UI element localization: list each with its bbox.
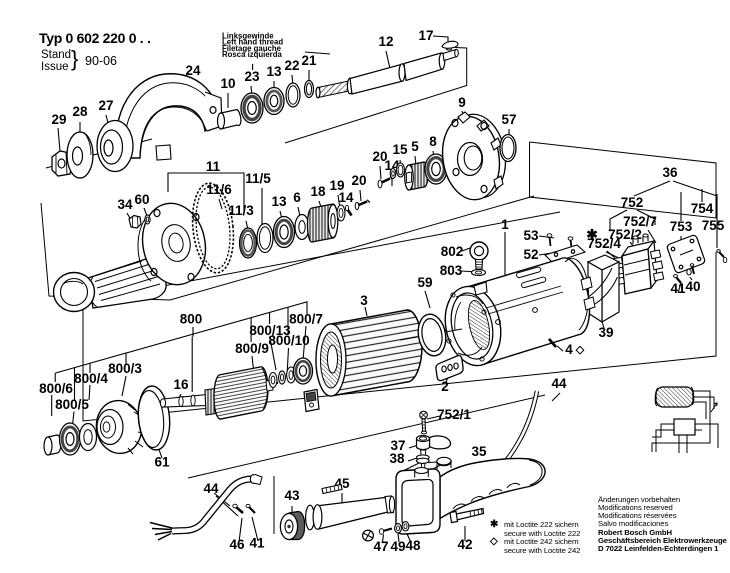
svg-text:11: 11: [206, 159, 221, 174]
svg-text:90-06: 90-06: [85, 54, 117, 68]
svg-text:39: 39: [598, 325, 613, 340]
svg-text:Salvo modificaciones: Salvo modificaciones: [598, 519, 668, 528]
svg-text:800: 800: [180, 312, 203, 327]
svg-text:18: 18: [310, 184, 326, 199]
svg-text:800/6: 800/6: [39, 381, 73, 396]
svg-text:34: 34: [117, 197, 133, 212]
svg-text:13: 13: [266, 64, 282, 79]
svg-text:10: 10: [220, 76, 235, 91]
svg-text:752/7: 752/7: [623, 214, 657, 229]
svg-text:Typ 0 602 220 0 . .: Typ 0 602 220 0 . .: [39, 30, 151, 46]
svg-text:5: 5: [411, 139, 419, 154]
svg-text:9: 9: [458, 95, 466, 110]
svg-text:802: 802: [441, 244, 464, 259]
svg-text:61: 61: [154, 455, 170, 470]
svg-text:Geschäftsbereich Elektrowerkze: Geschäftsbereich Elektrowerkzeuge: [598, 536, 728, 545]
svg-text:Filetage gauche: Filetage gauche: [222, 44, 282, 53]
svg-text:44: 44: [551, 376, 567, 391]
svg-text:800/4: 800/4: [74, 371, 108, 386]
svg-text:43: 43: [284, 488, 300, 503]
svg-text:753: 753: [670, 219, 693, 234]
svg-text:20: 20: [351, 173, 366, 188]
svg-text:Stand: Stand: [41, 49, 71, 61]
svg-text:17: 17: [418, 28, 433, 43]
svg-text:16: 16: [173, 377, 189, 392]
svg-text:800/3: 800/3: [108, 361, 142, 376]
svg-text:◇: ◇: [489, 536, 498, 547]
svg-text:11/5: 11/5: [245, 171, 271, 186]
svg-text:23: 23: [244, 69, 260, 84]
svg-text:57: 57: [501, 112, 516, 127]
svg-text:6: 6: [293, 190, 301, 205]
svg-text:53: 53: [523, 228, 539, 243]
svg-text:40: 40: [685, 279, 700, 294]
svg-text:}: }: [71, 46, 78, 71]
svg-text:secure with Loctite 222: secure with Loctite 222: [504, 529, 580, 538]
svg-text:752/1: 752/1: [437, 407, 471, 422]
svg-text:46: 46: [229, 537, 245, 552]
svg-text:59: 59: [417, 275, 432, 290]
svg-text:800/10: 800/10: [268, 333, 309, 348]
svg-text:4: 4: [565, 342, 573, 357]
svg-text:Left hand thread: Left hand thread: [222, 38, 283, 47]
svg-text:8: 8: [429, 134, 437, 149]
svg-text:35: 35: [471, 444, 487, 459]
svg-text:752: 752: [621, 195, 644, 210]
svg-text:800/5: 800/5: [55, 397, 89, 412]
svg-text:21: 21: [301, 53, 317, 68]
svg-text:Robert Bosch GmbH: Robert Bosch GmbH: [598, 528, 672, 537]
svg-text:800/7: 800/7: [289, 312, 323, 327]
svg-text:754: 754: [691, 201, 714, 216]
svg-text:Modifications reserved: Modifications reserved: [598, 503, 673, 512]
svg-text:755: 755: [702, 218, 725, 233]
svg-text:D 7022 Leinfelden-Echterdingen: D 7022 Leinfelden-Echterdingen 1: [598, 544, 719, 553]
svg-text:mit Loctite 222 sichern: mit Loctite 222 sichern: [504, 520, 579, 529]
svg-text:41: 41: [249, 536, 265, 551]
svg-text:Änderungen vorbehalten: Änderungen vorbehalten: [598, 495, 680, 504]
svg-text:36: 36: [662, 165, 678, 180]
svg-text:✱: ✱: [586, 227, 598, 242]
svg-text:mit Loctite 242 sichern: mit Loctite 242 sichern: [504, 537, 579, 546]
svg-text:44: 44: [203, 481, 219, 496]
svg-text:14: 14: [338, 190, 354, 205]
svg-text:22: 22: [284, 58, 299, 73]
svg-text:11/6: 11/6: [206, 182, 232, 197]
svg-text:3: 3: [360, 293, 368, 308]
svg-text:42: 42: [457, 537, 472, 552]
svg-text:60: 60: [134, 192, 149, 207]
svg-text:38: 38: [389, 451, 405, 466]
svg-text:20: 20: [372, 149, 387, 164]
svg-text:1: 1: [501, 217, 509, 232]
svg-text:800/9: 800/9: [235, 341, 269, 356]
svg-text:41: 41: [670, 281, 686, 296]
svg-text:803: 803: [440, 263, 463, 278]
svg-text:13: 13: [271, 194, 287, 209]
svg-text:49: 49: [390, 539, 405, 554]
svg-text:48: 48: [405, 538, 421, 553]
svg-text:19: 19: [329, 178, 344, 193]
svg-text:12: 12: [378, 34, 393, 49]
svg-text:Issue: Issue: [41, 61, 69, 73]
svg-text:800/13: 800/13: [249, 323, 291, 338]
svg-text:secure with Loctite 242: secure with Loctite 242: [504, 546, 580, 555]
svg-text:Rosca izquierda: Rosca izquierda: [222, 50, 282, 59]
svg-text:37: 37: [390, 438, 405, 453]
svg-text:47: 47: [373, 539, 388, 554]
svg-text:Modifications réservées: Modifications réservées: [598, 511, 677, 520]
svg-text:27: 27: [98, 98, 113, 113]
svg-text:28: 28: [72, 104, 88, 119]
svg-text:752/4: 752/4: [587, 236, 621, 251]
svg-text:29: 29: [51, 112, 66, 127]
svg-text:24: 24: [185, 63, 201, 78]
svg-text:2: 2: [441, 379, 449, 394]
svg-text:✱: ✱: [490, 519, 499, 530]
svg-text:Linksgewinde: Linksgewinde: [222, 32, 274, 41]
svg-text:11/3: 11/3: [228, 203, 254, 218]
svg-text:52: 52: [523, 247, 538, 262]
svg-text:15: 15: [392, 142, 408, 157]
svg-text:◇: ◇: [575, 344, 585, 356]
